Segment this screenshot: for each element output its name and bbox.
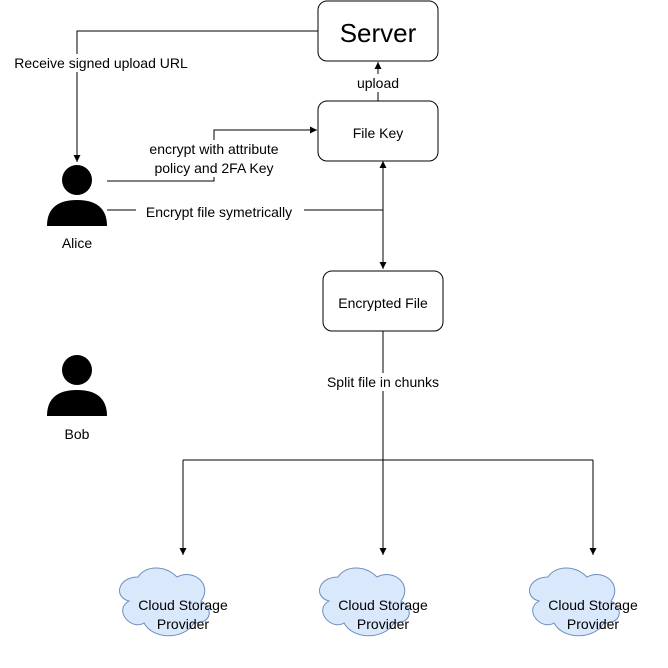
user-icon	[47, 355, 107, 416]
cloud-1-label-line-1: Cloud Storage	[138, 597, 228, 613]
cloud-storage-provider-2[interactable]: Cloud Storage Provider	[319, 567, 428, 637]
cloud-icon	[119, 567, 210, 637]
cloud-3-label-line-1: Cloud Storage	[548, 597, 638, 613]
edge-label-encrypt-file: Encrypt file symetrically	[146, 204, 292, 220]
edge-label-receive-signed-url: Receive signed upload URL	[14, 55, 188, 71]
user-icon	[47, 165, 107, 226]
cloud-3-label-line-2: Provider	[567, 616, 619, 632]
actor-alice[interactable]: Alice	[47, 165, 107, 251]
server-label: Server	[340, 18, 417, 48]
edge-label-encrypt-policy-line-2: policy and 2FA Key	[154, 160, 273, 176]
edge-server-to-alice[interactable]	[73, 30, 318, 162]
cloud-storage-provider-3[interactable]: Cloud Storage Provider	[529, 567, 638, 637]
alice-label: Alice	[62, 235, 93, 251]
edge-label-split-file: Split file in chunks	[327, 374, 439, 390]
encrypted-file-node[interactable]: Encrypted File	[322, 270, 444, 332]
edge-label-encrypt-policy-line-1: encrypt with attribute	[149, 141, 278, 157]
file-key-label: File Key	[353, 125, 404, 141]
cloud-1-label-line-2: Provider	[157, 616, 209, 632]
cloud-2-label-line-1: Cloud Storage	[338, 597, 428, 613]
cloud-storage-provider-1[interactable]: Cloud Storage Provider	[119, 567, 228, 637]
actor-bob[interactable]: Bob	[47, 355, 107, 442]
encrypted-file-label: Encrypted File	[338, 295, 428, 311]
server-node[interactable]: Server	[317, 0, 439, 62]
cloud-icon	[529, 567, 620, 637]
cloud-icon	[319, 567, 410, 637]
bob-label: Bob	[65, 426, 90, 442]
cloud-2-label-line-2: Provider	[357, 616, 409, 632]
file-key-node[interactable]: File Key	[317, 100, 439, 162]
edge-label-upload: upload	[357, 75, 399, 91]
